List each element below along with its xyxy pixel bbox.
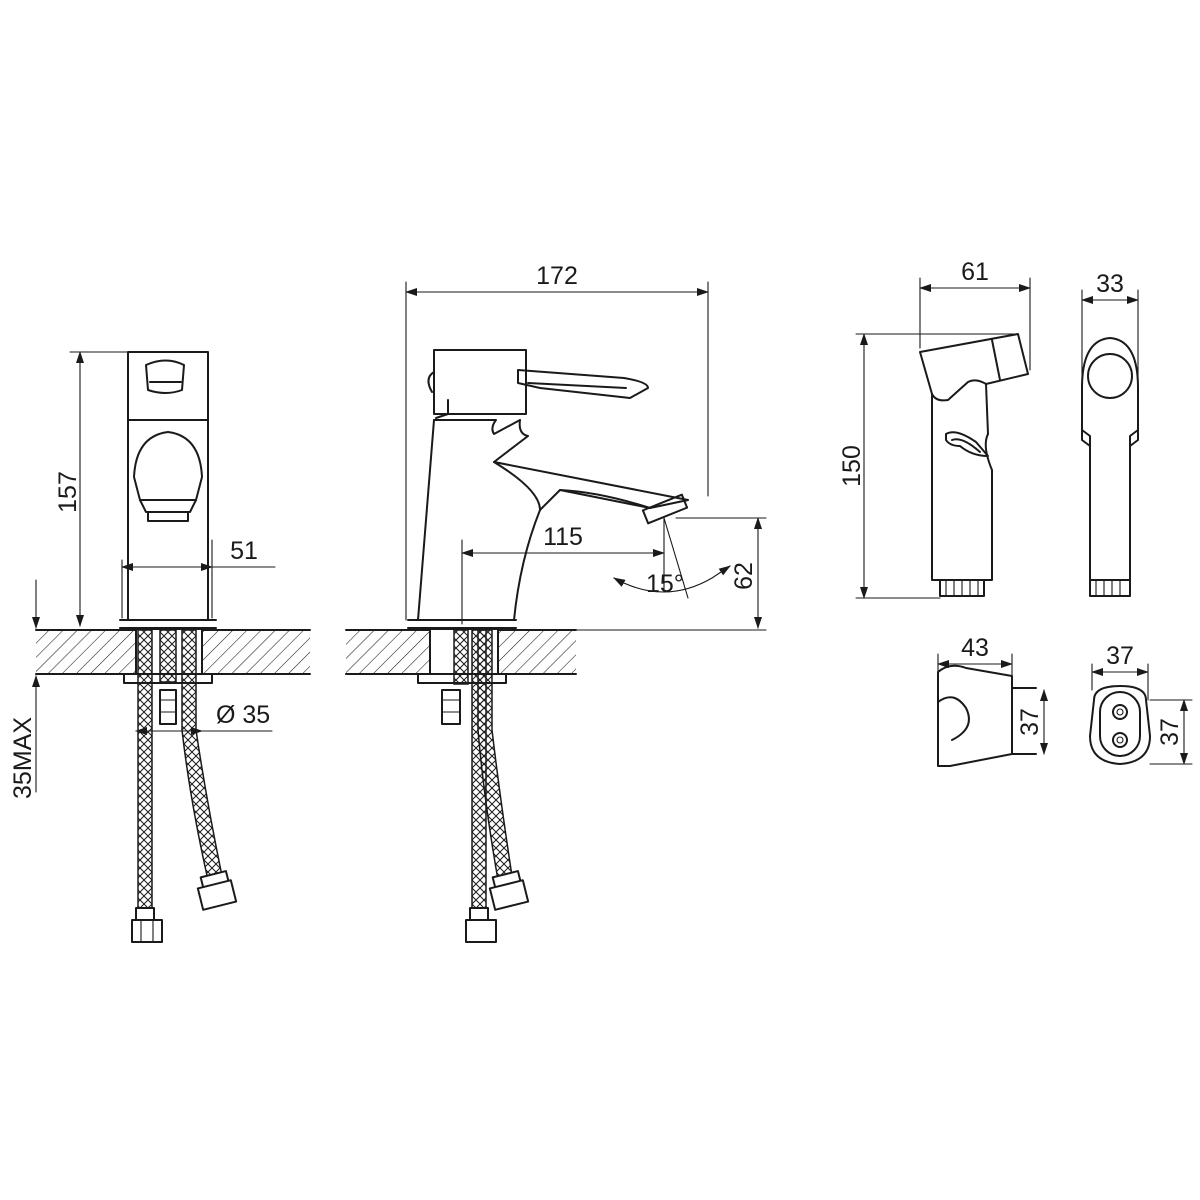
dimension-deck-thickness-label: 35MAX (9, 717, 37, 799)
dimension-spout-reach-label: 172 (536, 262, 578, 290)
dimension-shower-depth-label: 33 (1096, 270, 1124, 298)
dimension-holder-front-width-label: 37 (1106, 642, 1134, 670)
dimension-spout-length-label: 115 (543, 523, 583, 551)
mounting-stud (123, 629, 213, 725)
holder-side-view: 43 37 (937, 634, 1048, 767)
holder-front-view: 37 37 (1089, 642, 1193, 765)
supply-hoses-left (131, 629, 238, 943)
faucet-front-view: 157 51 Ø 35 35MAX (9, 351, 311, 943)
dimension-holder-front-height-label: 37 (1156, 718, 1184, 746)
dimension-height: 157 (54, 351, 129, 627)
faucet-body-side (407, 349, 689, 629)
supply-hoses-middle (417, 629, 530, 943)
dimension-spout-length: 115 (461, 517, 665, 625)
dimension-body-width-label: 51 (230, 537, 258, 565)
dimension-holder-height-label: 37 (1016, 708, 1044, 736)
dimension-angle: 15° (613, 517, 731, 599)
dimension-diameter-label: Ø 35 (216, 701, 270, 729)
dimension-deck-thickness: 35MAX (9, 579, 40, 799)
faucet-side-view: 172 115 15° 62 (345, 262, 767, 943)
hand-shower-side-view: 61 150 (838, 258, 1031, 599)
dimension-shower-width-label: 61 (961, 258, 989, 286)
dimension-body-width: 51 (121, 537, 276, 619)
dimension-diameter: Ø 35 (135, 701, 273, 735)
dimension-spout-height: 62 (575, 517, 767, 631)
dimension-shower-length-label: 150 (838, 445, 866, 487)
dimension-spout-height-label: 62 (730, 562, 758, 590)
dimension-holder-width-label: 43 (961, 634, 989, 662)
faucet-body-front (119, 351, 217, 629)
dimension-spout-reach: 172 (405, 262, 709, 621)
dimension-angle-label: 15° (646, 570, 684, 598)
hand-shower-front-view: 33 (1081, 270, 1139, 597)
dimension-height-label: 157 (54, 471, 82, 513)
